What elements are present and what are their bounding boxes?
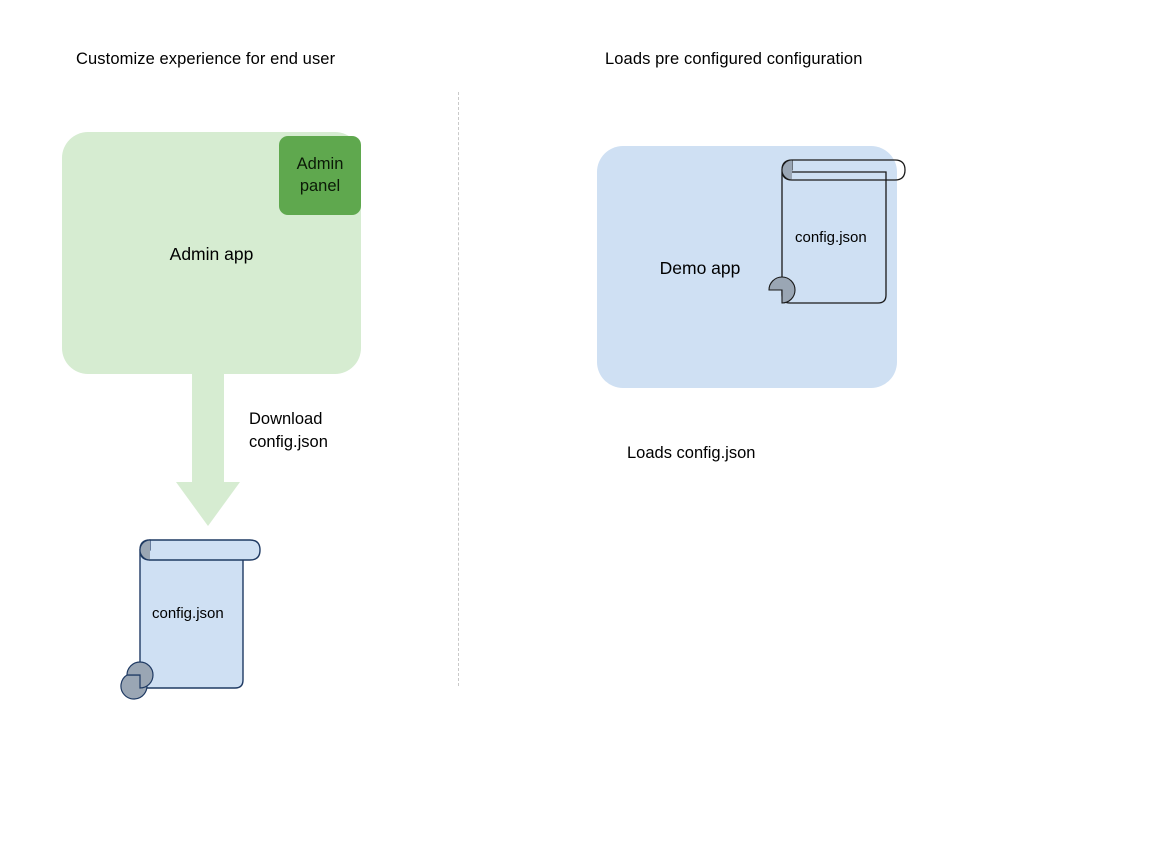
document-top-knob-right (781, 159, 793, 181)
right-column-heading: Loads pre configured configuration (605, 50, 863, 68)
loads-config-caption: Loads config.json (627, 444, 756, 462)
admin-app-box: Admin app Admin panel (62, 132, 361, 374)
vertical-dashed-divider (458, 92, 459, 686)
admin-panel-label-wrap: Admin panel (297, 154, 344, 198)
config-json-label-right: config.json (795, 229, 867, 246)
download-caption-line2: config.json (249, 432, 328, 451)
document-bottom-knob-right (768, 276, 796, 304)
admin-panel-label-line1: Admin (296, 154, 344, 173)
download-arrow (176, 370, 240, 526)
download-arrow-shape (176, 370, 240, 526)
download-arrow-caption: Download config.json (249, 408, 328, 454)
left-column-heading: Customize experience for end user (76, 50, 336, 68)
demo-app-box: Demo app (597, 146, 897, 388)
document-bottom-knob-wedge-left (126, 661, 154, 689)
config-json-label-left: config.json (152, 605, 224, 622)
download-caption-line1: Download (249, 410, 323, 428)
document-top-roll-left (139, 539, 261, 561)
config-json-document-left[interactable] (118, 526, 268, 700)
admin-panel-label-line2: panel (299, 176, 341, 195)
document-top-knob-left (139, 539, 151, 561)
admin-app-label: Admin app (169, 244, 254, 264)
demo-app-label: Demo app (659, 258, 741, 278)
config-json-document-right[interactable] (764, 150, 914, 310)
admin-panel-badge[interactable]: Admin panel (279, 136, 361, 215)
